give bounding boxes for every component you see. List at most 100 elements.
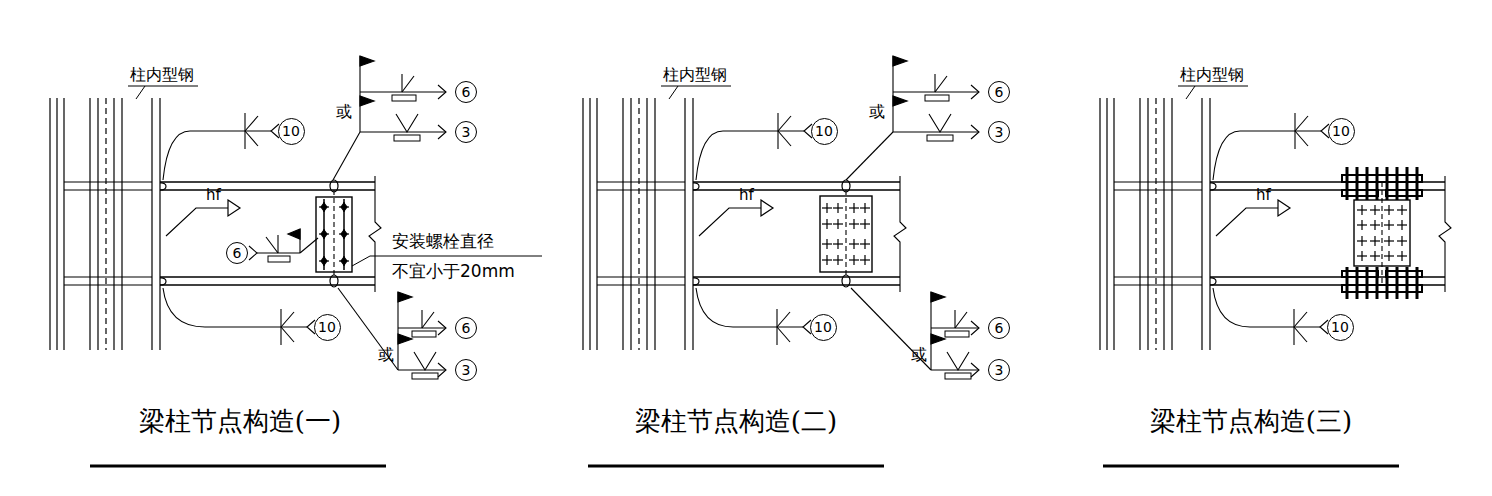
backing-bar-symbol: [268, 256, 290, 262]
bolt-cross: [864, 219, 865, 229]
callout-circle: 6: [988, 317, 1010, 339]
bolt-cross: [1361, 251, 1362, 261]
callout-circle: 10: [811, 118, 838, 145]
column-line: [113, 98, 114, 350]
leader-line: [846, 132, 893, 180]
callout-circle: 3: [455, 359, 477, 381]
flange-splice-plate: [1342, 285, 1422, 292]
drawing-label: 柱内型钢: [1180, 66, 1244, 84]
weld-tail: [438, 85, 446, 99]
callout-circle: 3: [988, 121, 1010, 143]
k-weld-symbol: [281, 312, 294, 327]
column-stiffener: [597, 284, 685, 285]
column-stiffener: [64, 181, 152, 182]
leader-line: [851, 288, 931, 370]
note-text: 安装螺栓直径 不宜小于20mm: [392, 226, 542, 286]
drawing-label: hf: [1256, 187, 1271, 204]
caption-underline: [1103, 465, 1399, 468]
callout-circle: 10: [1328, 118, 1355, 145]
field-weld-flag: [360, 96, 374, 106]
weld-reference-line: [931, 369, 979, 370]
backing-bar-symbol: [945, 373, 971, 379]
leader-line: [333, 132, 360, 180]
column-line: [89, 98, 90, 350]
flange-bolt: [1366, 267, 1369, 299]
column-centre-dashed: [638, 98, 639, 350]
k-weld-symbol: [778, 131, 791, 146]
bolt-cross: [864, 203, 865, 213]
column-line: [1171, 98, 1172, 350]
callout-circle: 10: [278, 118, 305, 145]
weld-reference-line: [893, 91, 979, 92]
k-weld-symbol: [1294, 312, 1307, 327]
bolt-cross: [826, 203, 827, 213]
break-line: [1439, 176, 1451, 292]
fillet-weld-leader: [166, 208, 228, 236]
column-line: [1201, 98, 1202, 350]
column-line: [596, 98, 597, 350]
field-weld-flag: [398, 292, 412, 302]
callout-number: 10: [1331, 320, 1349, 334]
weld-access-hole: [693, 183, 699, 190]
bolt-cross: [1361, 205, 1362, 215]
column-line: [1163, 98, 1164, 350]
bolt-cross: [826, 219, 827, 229]
callout-number: 3: [995, 363, 1004, 377]
joint-gap-dashed: [1381, 182, 1382, 285]
bolt-cross: [853, 255, 854, 265]
figure-caption: 梁柱节点构造(二): [635, 407, 837, 437]
bolt-head: [341, 230, 347, 238]
beam-flange-line: [160, 189, 375, 190]
column-centre-dashed: [1155, 98, 1156, 350]
column-line: [630, 98, 631, 350]
flange-bolt: [1406, 267, 1409, 299]
flange-bolt: [1356, 267, 1359, 299]
drawing-label: 或: [378, 346, 394, 364]
drawing-label: 或: [869, 103, 885, 121]
beam-flange-line: [693, 284, 900, 285]
label-underline: [1178, 86, 1248, 87]
leader-line: [669, 86, 678, 99]
joint-gap-dashed: [845, 190, 846, 277]
flange-splice-plate: [1342, 175, 1422, 182]
column-stiffener: [64, 276, 152, 277]
flange-butt-weld: [842, 275, 850, 287]
column-line: [97, 98, 98, 350]
beam-flange-line: [160, 181, 375, 182]
leader-line: [1213, 131, 1240, 180]
weld-reference-line: [1240, 130, 1321, 131]
beam-flange-line: [693, 189, 900, 190]
callout-number: 10: [282, 124, 300, 138]
flange-bolt: [1376, 167, 1379, 200]
beam-flange-line: [693, 181, 900, 182]
k-weld-symbol: [245, 116, 258, 131]
k-weld-symbol: [777, 312, 790, 327]
column-line: [684, 98, 685, 350]
weld-reference-line: [205, 326, 307, 327]
bolt-cross: [1374, 236, 1375, 246]
callout-number: 10: [815, 124, 833, 138]
field-weld-flag: [360, 56, 374, 66]
bolt-cross: [1388, 251, 1389, 261]
figure-caption: 梁柱节点构造(一): [139, 407, 341, 437]
bolt-cross: [837, 255, 838, 265]
drawing-label: hf: [739, 187, 754, 204]
field-weld-flag: [931, 334, 945, 344]
callout-circle: 3: [988, 359, 1010, 381]
bolt-cross: [1401, 205, 1402, 215]
backing-bar-symbol: [394, 135, 420, 141]
weld-access-hole: [1210, 183, 1216, 190]
bolt-cross: [853, 203, 854, 213]
weld-tail: [971, 85, 979, 99]
weld-reference-line: [1250, 326, 1320, 327]
flange-bolt: [1356, 167, 1359, 200]
flange-bolt: [1386, 167, 1389, 200]
column-line: [151, 98, 152, 350]
weld-reference-line: [360, 131, 446, 132]
field-weld-flag: [893, 96, 907, 106]
callout-number: 3: [462, 363, 471, 377]
backing-bar-symbol: [927, 135, 953, 141]
column-stiffener: [1114, 189, 1202, 190]
bolt-head: [341, 257, 347, 265]
bolt-cross: [826, 239, 827, 249]
